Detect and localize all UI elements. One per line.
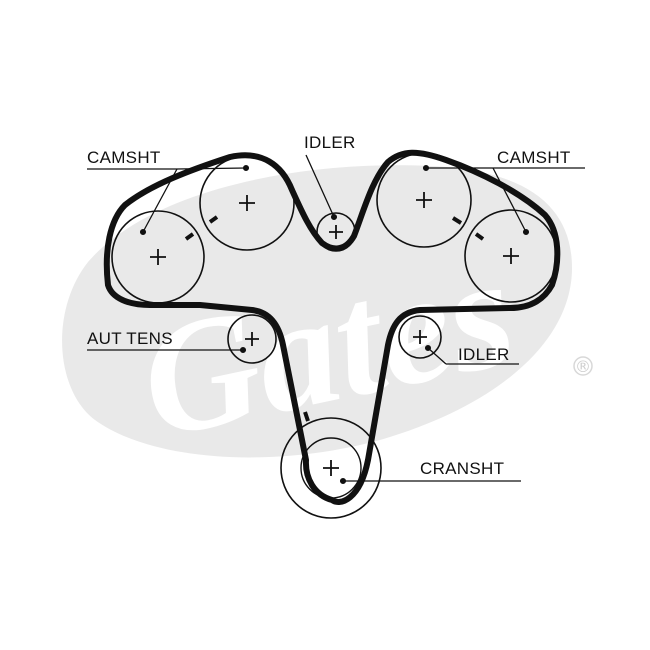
timing-marks bbox=[184, 215, 485, 422]
label-idler-right: IDLER bbox=[458, 345, 510, 364]
label-auto-tensioner: AUT TENS bbox=[87, 329, 173, 348]
idler-pulley-top bbox=[316, 212, 356, 252]
registered-mark: ® bbox=[575, 357, 591, 376]
camshaft-pulley-right-2 bbox=[464, 209, 558, 303]
label-camshaft-left: CAMSHT bbox=[87, 148, 161, 167]
registered-mark-ring bbox=[573, 356, 593, 376]
camshaft-pulley-right-1 bbox=[376, 152, 472, 248]
auto-tensioner-pulley bbox=[227, 314, 277, 364]
label-camshaft-right: CAMSHT bbox=[497, 148, 571, 167]
label-idler-top: IDLER bbox=[304, 133, 356, 152]
label-crankshaft: CRANSHT bbox=[420, 459, 504, 478]
leader-lines bbox=[87, 154, 585, 485]
crankshaft-pulley bbox=[280, 417, 382, 519]
camshaft-pulley-left-2 bbox=[199, 155, 295, 251]
gates-logo-watermark: Gates ® bbox=[62, 165, 593, 472]
idler-pulley-right bbox=[398, 315, 442, 359]
camshaft-pulley-left-1 bbox=[111, 210, 205, 304]
